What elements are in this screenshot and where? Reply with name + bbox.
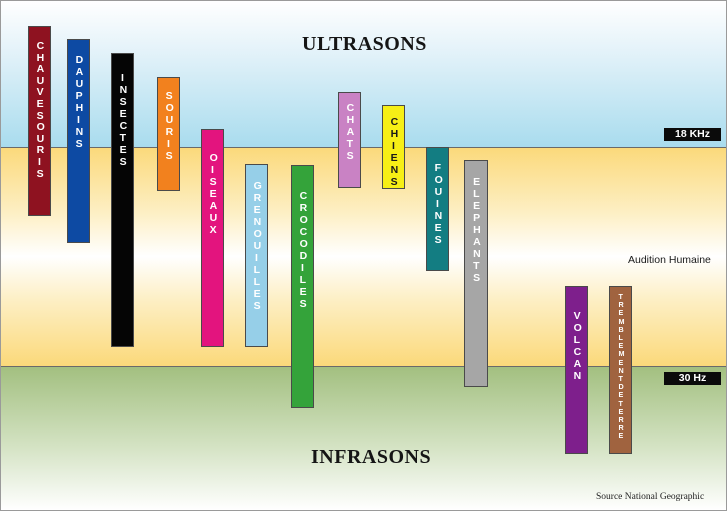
bar-chats: CHATS xyxy=(338,92,361,188)
bar-label-oiseaux: OISEAUX xyxy=(209,152,218,236)
source-credit: Source National Geographic xyxy=(596,492,705,502)
bar-label-dauphins: DAUPHINS xyxy=(75,54,84,150)
lower-limit-label: 30 Hz xyxy=(664,372,721,385)
bar-fouines: FOUINES xyxy=(426,147,449,271)
bar-chiens: CHIENS xyxy=(382,105,405,189)
bar-chauve-souris: CHAUVESOURIS xyxy=(28,26,51,216)
bar-souris: SOURIS xyxy=(157,77,180,191)
bar-label-insectes: INSECTES xyxy=(119,72,128,168)
ultrasound-zone xyxy=(1,1,726,147)
bar-label-crocodiles: CROCODILES xyxy=(299,190,308,310)
upper-limit-label: 18 KHz xyxy=(664,128,721,141)
upper-limit-line xyxy=(1,147,726,148)
bar-grenouilles: GRENOUILLES xyxy=(245,164,268,347)
bar-tremblement-de-terre: TREMBLEMENTDETERRE xyxy=(609,286,632,454)
infrasons-title: INFRASONS xyxy=(311,446,432,468)
lower-limit-line xyxy=(1,366,726,367)
bar-label-chauve-souris: CHAUVESOURIS xyxy=(36,40,45,180)
ultrasons-title: ULTRASONS xyxy=(302,33,427,55)
bar-label-fouines: FOUINES xyxy=(434,162,443,246)
bar-label-souris: SOURIS xyxy=(165,90,174,162)
bar-elephants: ELEPHANTS xyxy=(464,160,488,387)
bar-oiseaux: OISEAUX xyxy=(201,129,224,347)
infrasound-zone xyxy=(1,366,726,510)
bar-dauphins: DAUPHINS xyxy=(67,39,90,243)
bar-volcan: VOLCAN xyxy=(565,286,588,454)
bar-insectes: INSECTES xyxy=(111,53,134,347)
bar-label-tremblement-de-terre: TREMBLEMENTDETERRE xyxy=(618,292,625,441)
bar-label-elephants: ELEPHANTS xyxy=(473,176,481,284)
human-hearing-label: Audition Humaine xyxy=(628,254,711,266)
bar-label-chiens: CHIENS xyxy=(390,116,399,188)
bar-crocodiles: CROCODILES xyxy=(291,165,314,408)
bar-label-grenouilles: GRENOUILLES xyxy=(253,180,262,312)
bar-label-chats: CHATS xyxy=(346,102,355,162)
bar-label-volcan: VOLCAN xyxy=(573,310,582,382)
